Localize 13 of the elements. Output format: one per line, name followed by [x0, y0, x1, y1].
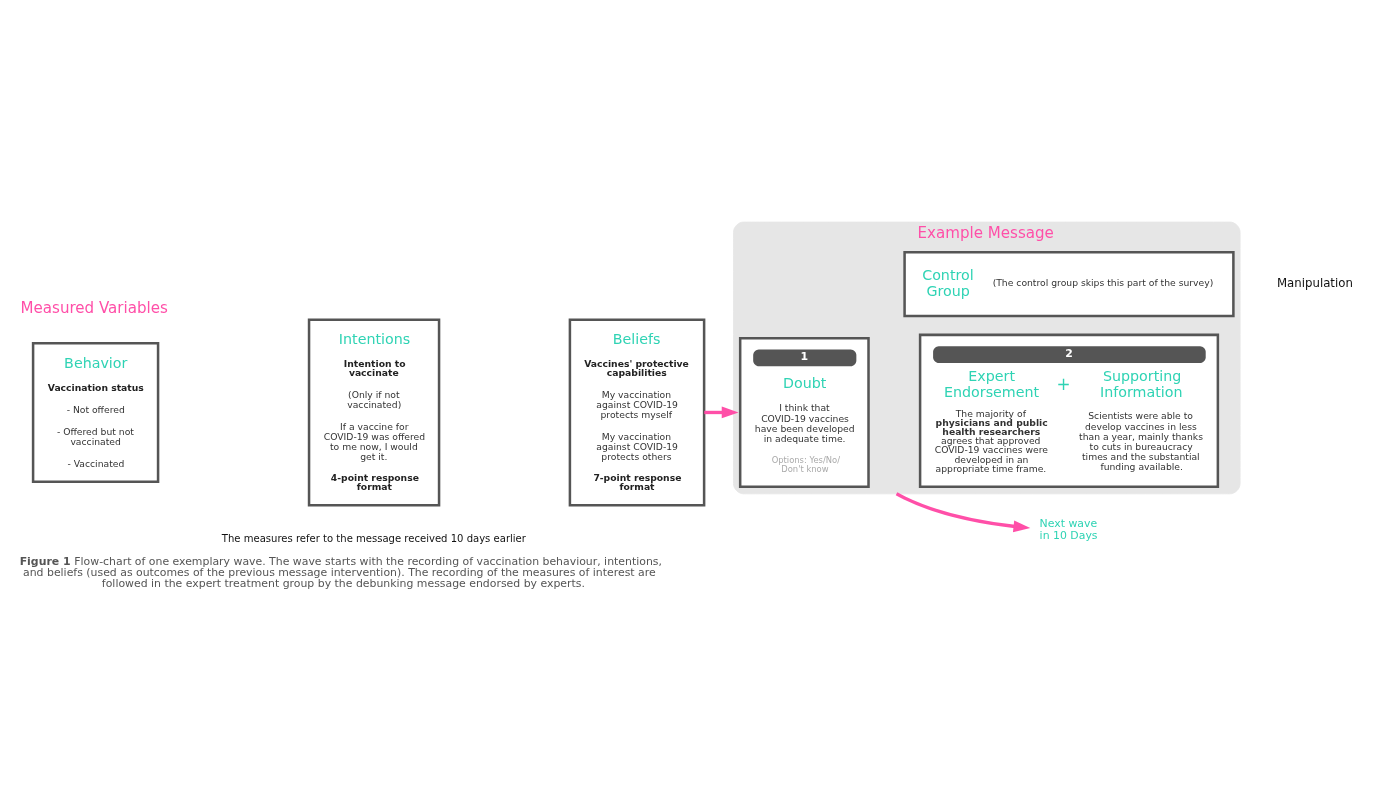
caption: Figure 1 Flow-chart of one exemplary wave. The wave starts with the recording of vaccination behaviour, intentions, and beliefs (used as outcomes of the previous message intervention). The recording of the measures of interest are followed in the expert treatment group by the debunking message endorsed by experts.: [19, 554, 662, 590]
label: Measured Variables: [20, 298, 168, 317]
node-text: Next wave in 10 Days: [1039, 516, 1098, 542]
node-box: 2 Expert Endorsement + Supporting Information The majority of physicians and public health researchers agrees that approved COVID-19 vaccines were developed in an appropriate time frame. Scientists were able to develop vaccines in less than a year, mainly thanks to cuts in bureaucracy times and the substantial funding available.: [918, 333, 1220, 488]
label: Manipulation: [1277, 275, 1353, 290]
label: The measures refer to the message received 10 days earlier: [221, 532, 526, 544]
arrow: [895, 491, 1031, 532]
node-box: Beliefs Vaccines' protective capabilities My vaccination against COVID-19 protects myself My vaccination against COVID-19 protects others 7-point response format: [568, 318, 706, 506]
node-box: Control Group (The control group skips this part of the survey): [903, 250, 1235, 317]
arrow: [704, 406, 739, 418]
node-box: Intentions Intention to vaccinate (Only if not vaccinated) If a vaccine for COVID-19 was offered to me now, I would get it. 4-point response format: [307, 318, 441, 506]
node-box: 1 Doubt I think that COVID-19 vaccines have been developed in adequate time. Options: Yes/No/ Don't know: [738, 336, 870, 488]
node-box: Behavior Vaccination status - Not offered - Offered but not vaccinated - Vaccinated: [31, 341, 160, 483]
